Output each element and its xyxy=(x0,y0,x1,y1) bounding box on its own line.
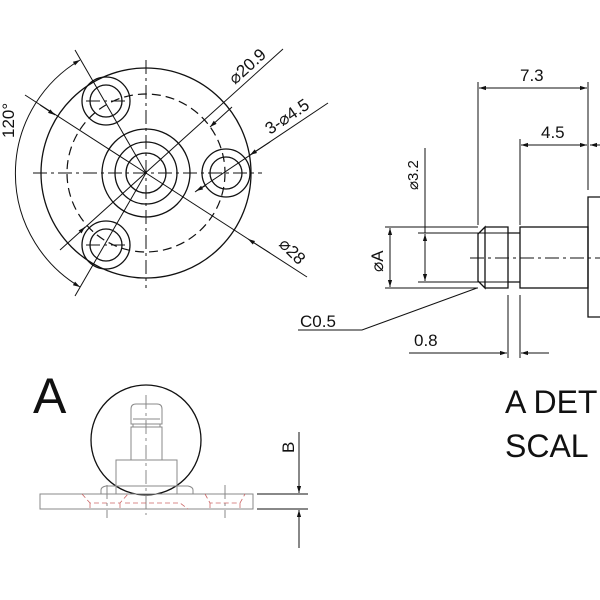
pin-side-view: 7.3 4.5 ⌀A ⌀3.2 C0.5 0.8 xyxy=(298,66,600,358)
thickness-label: B xyxy=(279,442,298,453)
pin-head-detail xyxy=(130,403,163,427)
detail-a-view: A B A DET SCAL xyxy=(33,368,597,548)
angle-extension-upper xyxy=(74,49,147,174)
dia-pin-label: ⌀3.2 xyxy=(405,160,422,190)
mount-hole-right xyxy=(201,148,251,198)
detail-title-line2: SCAL xyxy=(505,428,589,464)
angle-extension-lower xyxy=(74,172,147,297)
mount-hole-upper xyxy=(81,76,131,126)
angle-dimension-arc xyxy=(14,59,81,288)
holes-label: 3-⌀4.5 xyxy=(262,95,313,138)
base-bump xyxy=(100,485,194,494)
flange-side xyxy=(587,196,600,318)
dia-a-label: ⌀A xyxy=(368,250,387,272)
hidden-lines xyxy=(81,493,246,510)
flange-top-view: 120° ⌀20.9 3-⌀4.5 ⌀28 xyxy=(0,45,329,297)
mount-hole-lower xyxy=(81,220,131,270)
groove-label: 0.8 xyxy=(414,331,438,350)
angle-label: 120° xyxy=(0,103,18,138)
chamfer-leader xyxy=(298,287,478,331)
detail-title-line1: A DET xyxy=(505,384,597,420)
pin-groove xyxy=(508,232,520,283)
body-length-label: 4.5 xyxy=(541,123,565,142)
outer-dia-label: ⌀28 xyxy=(275,234,309,268)
pcd-leader xyxy=(59,48,284,251)
total-length-label: 7.3 xyxy=(520,66,544,85)
detail-marker: A xyxy=(33,368,67,424)
chamfer-label: C0.5 xyxy=(300,312,336,331)
